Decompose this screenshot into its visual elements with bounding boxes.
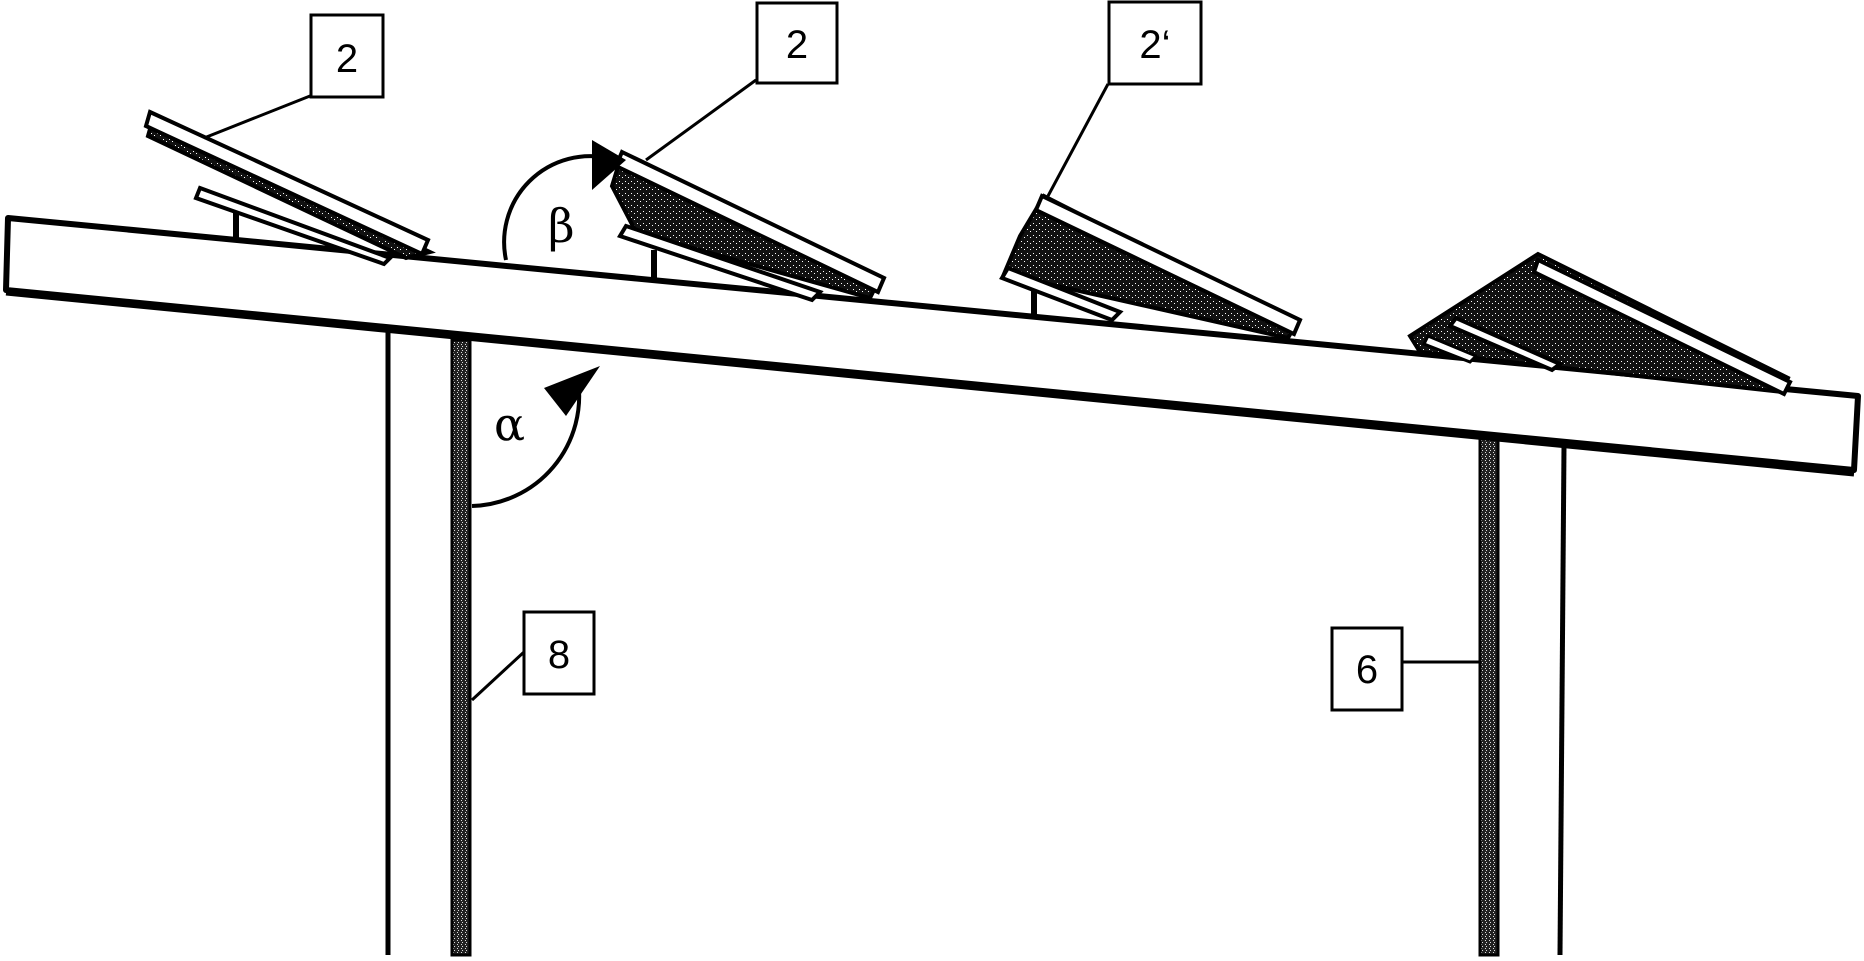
svg-text:2: 2 <box>336 37 358 81</box>
alpha-arrowhead-icon <box>544 366 600 416</box>
label-box-panel-1: 2 <box>309 13 385 99</box>
svg-text:2: 2 <box>786 23 808 67</box>
beta-symbol: β <box>548 199 575 253</box>
label-box-panel-3: 2‘ <box>1107 0 1203 86</box>
solar-panel-2 <box>609 149 887 303</box>
svg-text:2‘: 2‘ <box>1139 23 1170 67</box>
front-post <box>385 330 472 957</box>
label-box-post-rear: 6 <box>1330 626 1404 712</box>
label-box-post-front: 8 <box>522 610 596 696</box>
svg-text:8: 8 <box>548 633 570 677</box>
alpha-symbol: α <box>494 397 525 451</box>
solar-panel-4 <box>1407 251 1793 397</box>
support-beam <box>3 215 1861 477</box>
label-box-panel-2: 2 <box>755 1 839 85</box>
beta-arrowhead-icon <box>592 140 626 190</box>
angle-beta-indicator: β <box>502 140 626 261</box>
rear-post <box>1478 430 1567 957</box>
solar-panel-3 <box>999 193 1303 341</box>
solar-panel-1 <box>143 109 436 267</box>
svg-text:6: 6 <box>1356 648 1378 692</box>
angle-alpha-indicator: α <box>471 366 600 508</box>
